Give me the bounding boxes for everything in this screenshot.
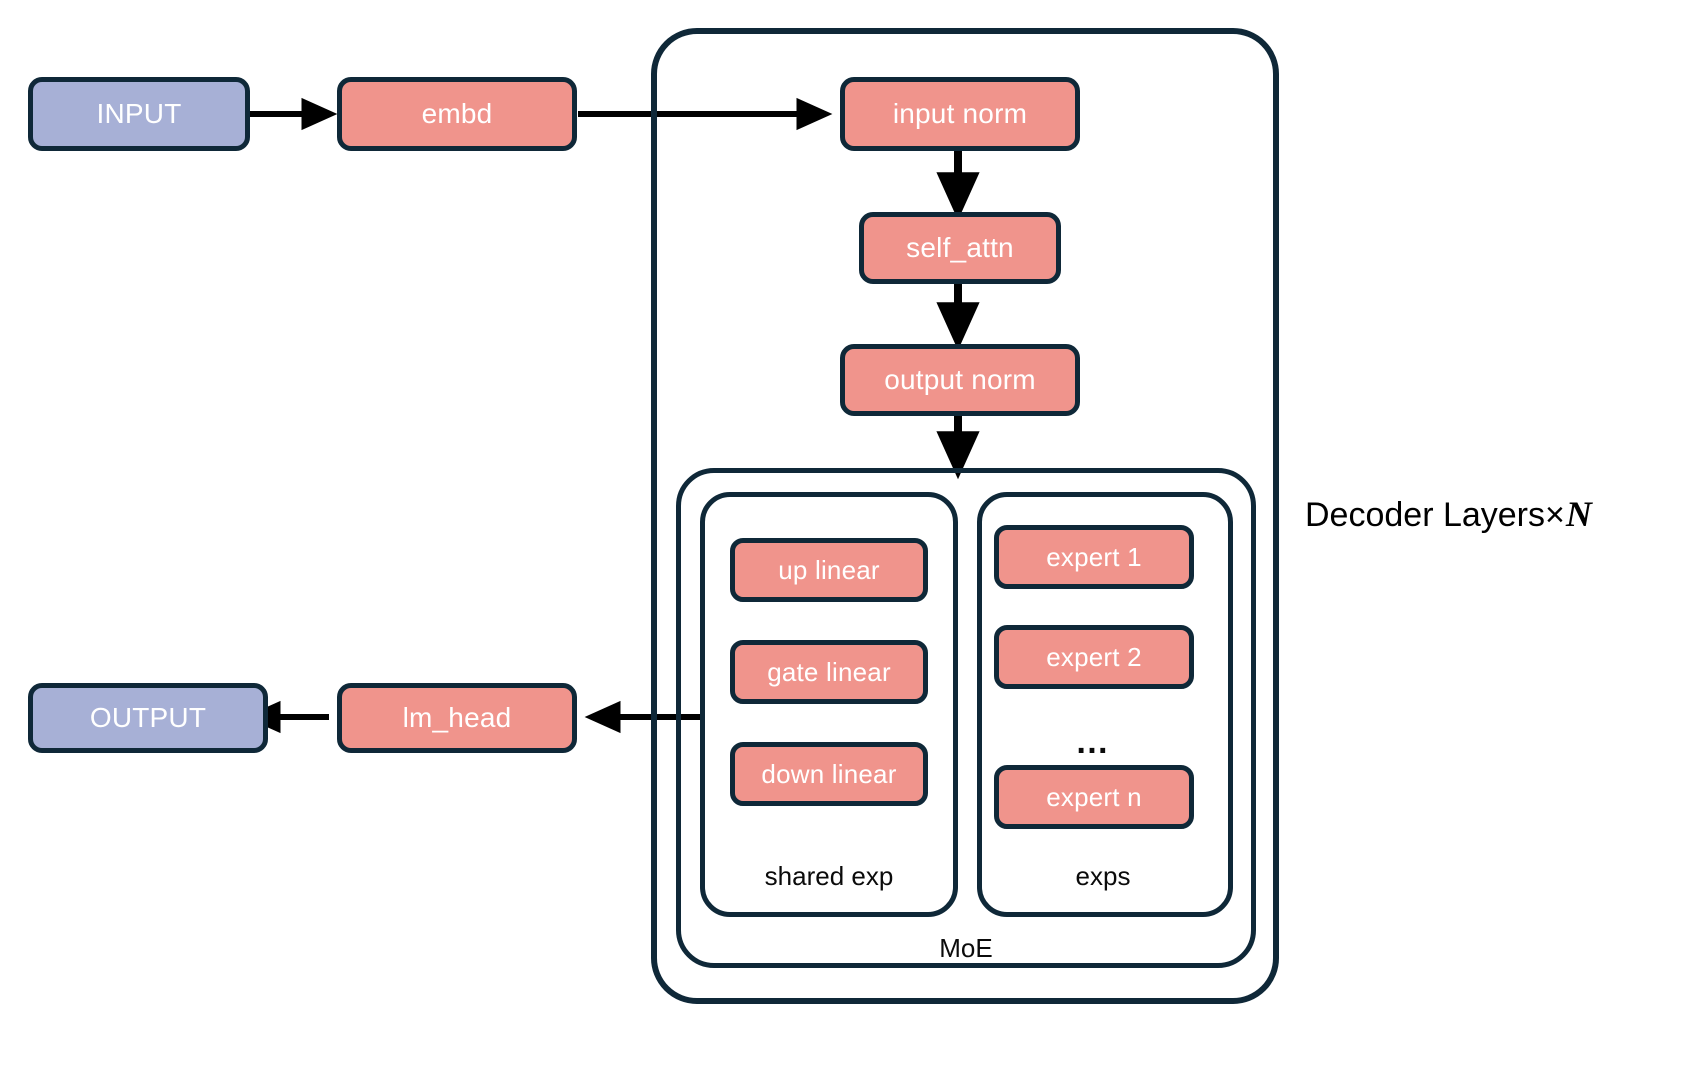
node-down-linear-label: down linear bbox=[761, 759, 897, 789]
decoder-layers-container bbox=[651, 28, 1279, 1004]
node-expert-n[interactable]: expert n bbox=[994, 765, 1194, 829]
decoder-layers-title-variable: N bbox=[1565, 494, 1592, 534]
node-embd[interactable]: embd bbox=[337, 77, 577, 151]
node-expert-n-label: expert n bbox=[1046, 782, 1142, 812]
decoder-layers-title-text: Decoder Layers bbox=[1305, 496, 1546, 534]
node-embd-label: embd bbox=[421, 98, 493, 129]
node-expert-2-label: expert 2 bbox=[1046, 642, 1142, 672]
node-gate-linear[interactable]: gate linear bbox=[730, 640, 928, 704]
node-lm-head[interactable]: lm_head bbox=[337, 683, 577, 753]
node-expert-2[interactable]: expert 2 bbox=[994, 625, 1194, 689]
node-expert-1-label: expert 1 bbox=[1046, 542, 1142, 572]
node-input-norm-label: input norm bbox=[892, 98, 1028, 129]
shared-expert-caption: shared exp bbox=[764, 861, 894, 891]
routed-experts-container bbox=[977, 492, 1233, 917]
node-up-linear-label: up linear bbox=[778, 555, 880, 585]
moe-container bbox=[676, 468, 1256, 968]
decoder-layers-title-multiplier: × bbox=[1545, 496, 1565, 534]
routed-experts-caption: exps bbox=[1075, 861, 1131, 891]
node-output[interactable]: OUTPUT bbox=[28, 683, 268, 753]
shared-expert-container bbox=[700, 492, 958, 917]
node-gate-linear-label: gate linear bbox=[767, 657, 891, 687]
moe-caption: MoE bbox=[939, 933, 993, 963]
node-output-norm-label: output norm bbox=[884, 364, 1036, 395]
node-self-attn-label: self_attn bbox=[906, 232, 1014, 263]
node-input-norm[interactable]: input norm bbox=[840, 77, 1080, 151]
node-down-linear[interactable]: down linear bbox=[730, 742, 928, 806]
node-output-label: OUTPUT bbox=[89, 702, 207, 733]
node-input[interactable]: INPUT bbox=[28, 77, 250, 151]
experts-ellipsis: … bbox=[1075, 723, 1111, 761]
node-up-linear[interactable]: up linear bbox=[730, 538, 928, 602]
node-expert-1[interactable]: expert 1 bbox=[994, 525, 1194, 589]
decoder-layers-title: Decoder Layers × N bbox=[1305, 496, 1592, 532]
node-input-label: INPUT bbox=[96, 98, 182, 129]
node-lm-head-label: lm_head bbox=[402, 702, 512, 733]
node-output-norm[interactable]: output norm bbox=[840, 344, 1080, 416]
node-self-attn[interactable]: self_attn bbox=[859, 212, 1061, 284]
